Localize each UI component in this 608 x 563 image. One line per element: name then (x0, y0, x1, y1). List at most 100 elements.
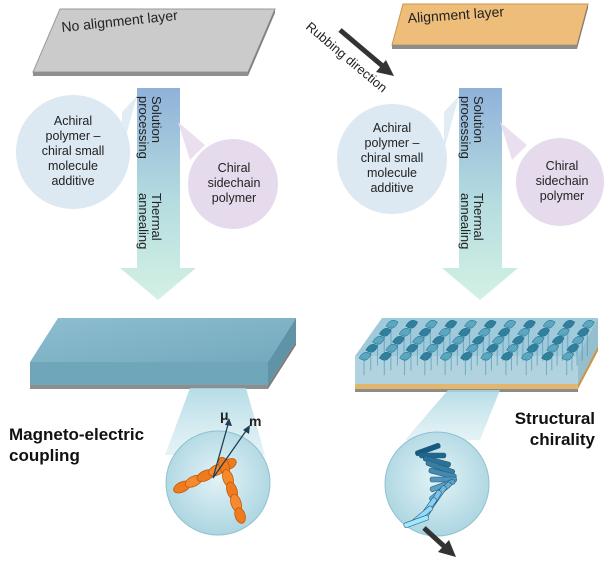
helix-element (517, 327, 531, 337)
svg-text:polymer: polymer (212, 191, 256, 205)
helix-element (424, 319, 438, 329)
svg-text:sidechain: sidechain (536, 174, 589, 188)
right-result-label-line1: Structural (515, 409, 595, 428)
helix-element (438, 327, 451, 337)
helix-element (464, 319, 477, 329)
helix-element (432, 335, 445, 345)
helix-element (451, 335, 465, 345)
svg-text:Solution: Solution (471, 96, 486, 143)
helix-element (537, 327, 550, 337)
helix-element (511, 335, 525, 345)
svg-text:Chiral: Chiral (218, 161, 251, 175)
helix-element (557, 327, 570, 337)
svg-text:sidechain: sidechain (208, 176, 261, 190)
helix-element (412, 335, 425, 345)
right-director-arrow-icon (422, 526, 456, 557)
helix-element (425, 343, 439, 353)
right-bubble-achiral: Achiral polymer – chiral small molecule … (337, 96, 459, 214)
rubbing-direction-arrow-icon (338, 28, 394, 76)
helix-element (398, 327, 412, 337)
svg-text:additive: additive (51, 174, 94, 188)
helix-element (491, 335, 505, 345)
svg-text:chiral small: chiral small (42, 144, 105, 158)
svg-text:annealing: annealing (136, 193, 151, 249)
svg-text:polymer: polymer (540, 189, 584, 203)
svg-text:processing: processing (458, 96, 473, 159)
helix-element (465, 343, 479, 353)
helix-element (551, 335, 565, 345)
right-structured-film (355, 318, 598, 392)
left-substrate-plate (32, 8, 276, 76)
helix-element (486, 343, 499, 353)
svg-text:annealing: annealing (458, 193, 473, 249)
helix-element (399, 351, 412, 361)
helix-element (531, 335, 545, 345)
svg-text:Chiral: Chiral (546, 159, 579, 173)
helix-element (566, 343, 580, 353)
helix-element (405, 343, 419, 353)
helix-element (576, 327, 590, 337)
helix-element (571, 335, 585, 345)
helix-element (419, 351, 433, 361)
svg-text:Thermal: Thermal (471, 193, 486, 241)
left-bubble-chiral: Chiral sidechain polymer (178, 122, 278, 229)
helix-element (460, 351, 473, 361)
helix-element (471, 335, 485, 345)
svg-text:polymer –: polymer – (365, 136, 420, 150)
helix-element (418, 327, 432, 337)
right-alignment-plate (391, 3, 589, 49)
helix-element (358, 351, 372, 361)
helix-element (385, 319, 399, 329)
left-arrow-label-annealing: Thermal annealing (136, 193, 164, 249)
left-film-block (30, 318, 296, 389)
helix-element (523, 319, 536, 329)
helix-element (372, 335, 385, 345)
svg-text:Solution: Solution (149, 96, 164, 143)
right-arrow-label-solution: Solution processing (458, 96, 486, 159)
svg-text:molecule: molecule (367, 166, 417, 180)
svg-text:Achiral: Achiral (54, 114, 92, 128)
helix-element (385, 343, 399, 353)
helix-element (582, 319, 595, 329)
helix-element (365, 343, 379, 353)
helix-element (405, 319, 418, 329)
helix-element (561, 351, 575, 361)
helix-element (520, 351, 534, 361)
svg-text:additive: additive (370, 181, 413, 195)
right-process-arrow (442, 88, 518, 300)
vector-label-mu: μ (220, 407, 229, 423)
left-arrow-label-solution: Solution processing (136, 96, 164, 159)
helix-element (477, 327, 491, 337)
helix-element (378, 327, 392, 337)
helix-element (378, 351, 392, 361)
right-bubble-chiral: Chiral sidechain polymer (500, 122, 604, 226)
helix-element (439, 351, 453, 361)
helix-element (546, 343, 560, 353)
right-panel: Alignment layer Rubbing direction Soluti… (303, 3, 604, 557)
svg-text:molecule: molecule (48, 159, 98, 173)
right-arrow-label-annealing: Thermal annealing (458, 193, 486, 249)
helix-element (444, 319, 458, 329)
helix-element (562, 319, 576, 329)
left-bubble-achiral: Achiral polymer – chiral small molecule … (16, 95, 137, 209)
helix-element (480, 351, 493, 361)
right-result-label-line2: chirality (530, 430, 596, 449)
stacked-helix-icon (403, 442, 457, 529)
left-zoom-view: μ m (165, 388, 271, 536)
left-result-label-line2: coupling (9, 446, 80, 465)
helix-element (497, 327, 511, 337)
helix-element (500, 351, 514, 361)
helix-element (458, 327, 471, 337)
vector-label-m: m (249, 413, 261, 429)
helix-element (483, 319, 497, 329)
helix-array (358, 319, 595, 376)
svg-text:Achiral: Achiral (373, 121, 411, 135)
helix-element (503, 319, 517, 329)
left-process-arrow (120, 88, 196, 300)
helix-element (392, 335, 405, 345)
helix-layer (415, 442, 441, 457)
helix-element (542, 319, 556, 329)
left-vector-arrows-icon (212, 418, 250, 479)
rubbing-direction-label: Rubbing direction (303, 19, 390, 96)
